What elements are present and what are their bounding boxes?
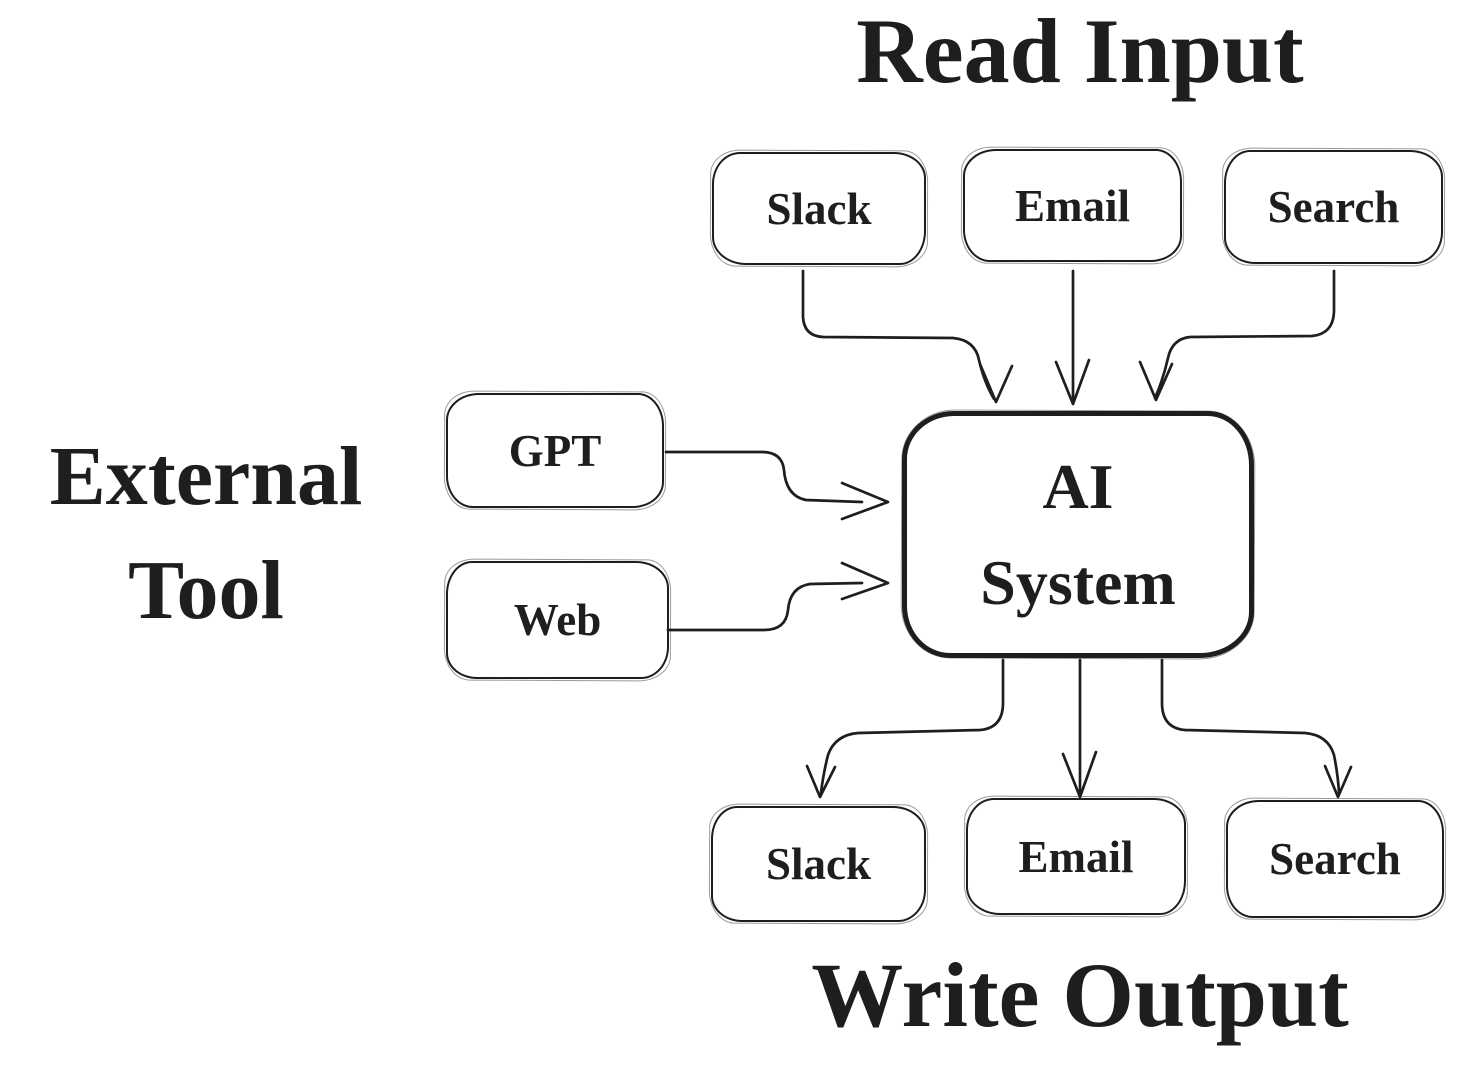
output-node-search: Search xyxy=(1226,800,1444,918)
ai-system-label-line2: System xyxy=(980,546,1176,618)
external-tool-title: External Tool xyxy=(0,420,412,648)
external-node-gpt: GPT xyxy=(446,393,664,508)
external-node-web: Web xyxy=(446,561,669,679)
arrow-ai-to-output-email xyxy=(1061,658,1098,799)
output-node-slack: Slack xyxy=(711,806,926,922)
external-node-web-label: Web xyxy=(513,595,602,645)
ai-system-label-line1: AI xyxy=(1042,450,1114,522)
external-tool-title-line2: Tool xyxy=(128,544,284,638)
arrow-input-search-to-ai xyxy=(1138,269,1336,402)
output-node-search-label: Search xyxy=(1269,834,1401,884)
arrow-web-to-ai xyxy=(666,561,890,632)
output-node-email: Email xyxy=(966,798,1186,915)
write-output-title: Write Output xyxy=(811,944,1349,1046)
ai-system-node: AI System xyxy=(902,411,1254,658)
output-node-slack-label: Slack xyxy=(765,839,872,889)
arrow-input-email-to-ai xyxy=(1054,269,1091,406)
external-tool-title-line1: External xyxy=(49,430,363,523)
input-node-search-label: Search xyxy=(1267,182,1400,232)
input-node-email-label: Email xyxy=(1014,180,1130,231)
input-node-search: Search xyxy=(1224,150,1443,264)
input-node-slack: Slack xyxy=(712,152,926,265)
input-node-email: Email xyxy=(963,149,1182,262)
arrow-ai-to-output-search xyxy=(1160,658,1353,799)
read-input-title: Read Input xyxy=(856,0,1304,102)
output-node-email-label: Email xyxy=(1018,831,1134,882)
arrow-gpt-to-ai xyxy=(664,450,890,521)
arrow-ai-to-output-slack xyxy=(805,658,1005,799)
input-node-slack-label: Slack xyxy=(766,183,872,234)
arrow-input-slack-to-ai xyxy=(801,269,1014,404)
external-node-gpt-label: GPT xyxy=(508,425,602,476)
